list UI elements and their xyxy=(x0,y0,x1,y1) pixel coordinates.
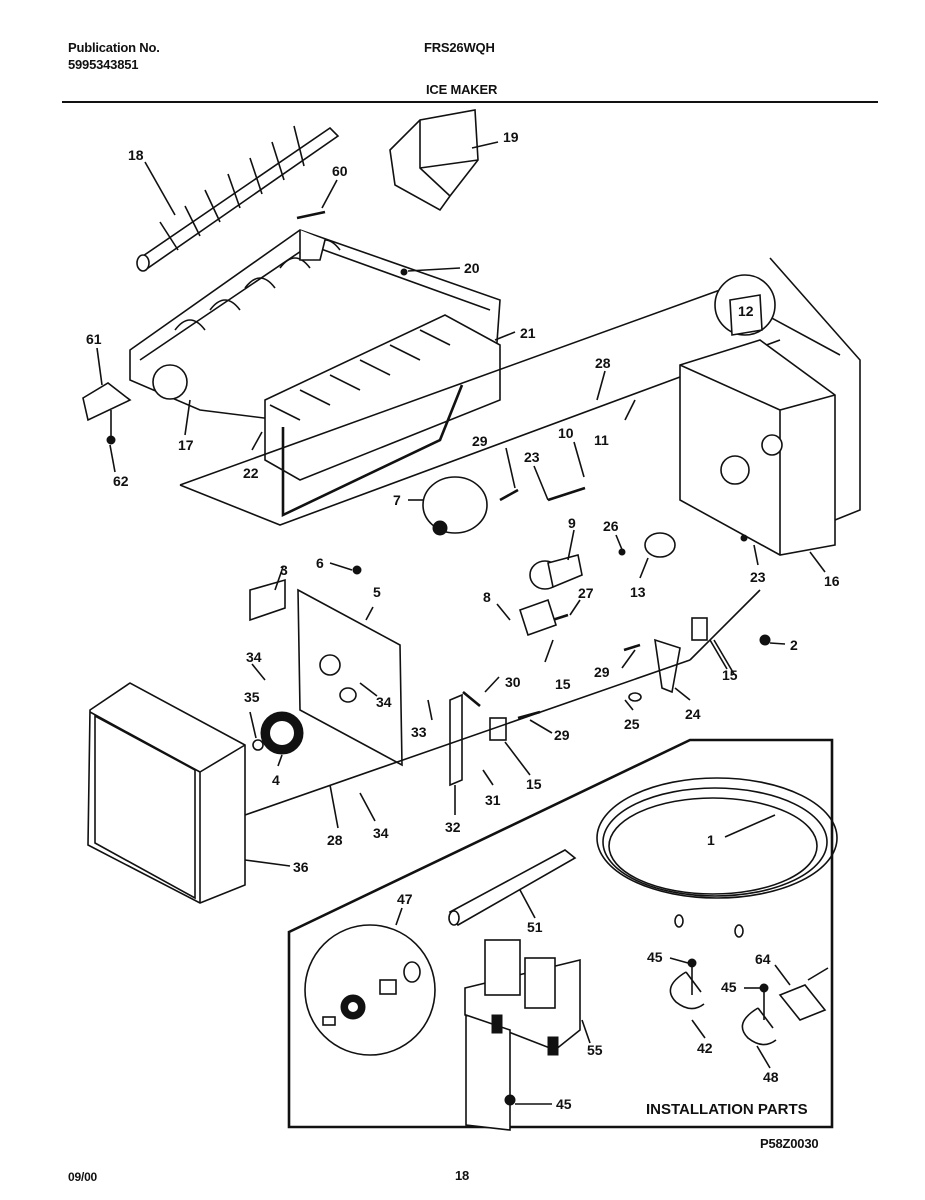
callout-28-b: 28 xyxy=(327,832,343,848)
part-control-housing xyxy=(679,257,861,556)
part-gear xyxy=(252,711,304,755)
installation-parts-title: INSTALLATION PARTS xyxy=(646,1101,808,1118)
callout-34-b: 34 xyxy=(376,694,392,710)
callout-48: 48 xyxy=(763,1069,779,1085)
callout-36: 36 xyxy=(293,859,309,875)
callout-47: 47 xyxy=(397,891,413,907)
part-valve-detail xyxy=(304,924,436,1056)
publication-number: 5995343851 xyxy=(68,57,139,72)
callout-7: 7 xyxy=(393,492,401,508)
callout-19: 19 xyxy=(503,129,519,145)
callout-15-b: 15 xyxy=(722,667,738,683)
callout-9: 9 xyxy=(568,515,576,531)
part-thermostat xyxy=(529,554,583,590)
callout-29-b: 29 xyxy=(594,664,610,680)
part-motor xyxy=(422,476,519,536)
housing-outline-lower xyxy=(244,589,761,816)
part-bracket xyxy=(82,382,132,445)
callout-26: 26 xyxy=(603,518,619,534)
callout-10: 10 xyxy=(558,425,574,441)
callout-55: 55 xyxy=(587,1042,603,1058)
callout-5: 5 xyxy=(373,584,381,600)
page-number: 18 xyxy=(455,1168,470,1183)
callout-13: 13 xyxy=(630,584,646,600)
callout-8: 8 xyxy=(483,589,491,605)
callout-60: 60 xyxy=(332,163,348,179)
callout-15-c: 15 xyxy=(526,776,542,792)
part-switches xyxy=(449,598,708,787)
callout-12: 12 xyxy=(738,303,754,319)
publication-label: Publication No. xyxy=(68,40,160,55)
callout-35: 35 xyxy=(244,689,260,705)
callout-28: 28 xyxy=(595,355,611,371)
part-wire-harness xyxy=(281,384,464,518)
callout-2: 2 xyxy=(790,637,798,653)
callout-25: 25 xyxy=(624,716,640,732)
part-mounting-plate xyxy=(249,578,403,767)
callout-15: 15 xyxy=(555,676,571,692)
part-clamps xyxy=(669,958,829,1046)
installation-parts-box xyxy=(287,738,834,1129)
callout-11: 11 xyxy=(594,432,609,448)
callout-22: 22 xyxy=(243,465,259,481)
callout-45-b: 45 xyxy=(721,979,737,995)
diagram-code: P58Z0030 xyxy=(760,1136,819,1151)
header-rule xyxy=(62,101,878,103)
leader-lines xyxy=(96,141,826,1105)
callout-6: 6 xyxy=(316,555,324,571)
callout-45: 45 xyxy=(647,949,663,965)
callout-27: 27 xyxy=(578,585,594,601)
callout-3: 3 xyxy=(280,562,288,578)
callout-29: 29 xyxy=(472,433,488,449)
part-front-cover xyxy=(87,682,246,904)
callout-51: 51 xyxy=(527,919,543,935)
callout-24: 24 xyxy=(685,706,701,722)
part-ejector-blade xyxy=(136,125,340,272)
callout-20: 20 xyxy=(464,260,480,276)
callout-32: 32 xyxy=(445,819,461,835)
part-tube-insert xyxy=(448,849,577,927)
callout-34: 34 xyxy=(246,649,262,665)
callout-61: 61 xyxy=(86,331,102,347)
callout-4: 4 xyxy=(272,772,280,788)
callout-29-c: 29 xyxy=(554,727,570,743)
callout-33: 33 xyxy=(411,724,427,740)
callout-34-c: 34 xyxy=(373,825,389,841)
callout-23: 23 xyxy=(524,449,540,465)
part-cover xyxy=(389,109,479,212)
model-number: FRS26WQH xyxy=(424,40,495,55)
callout-62: 62 xyxy=(113,473,129,489)
part-water-tubing xyxy=(596,777,838,938)
callout-1: 1 xyxy=(707,832,715,848)
callout-21: 21 xyxy=(520,325,536,341)
callout-42: 42 xyxy=(697,1040,713,1056)
callout-18: 18 xyxy=(128,147,144,163)
callout-30: 30 xyxy=(505,674,521,690)
part-water-valve xyxy=(464,939,581,1131)
part-cam xyxy=(644,532,676,558)
section-title: ICE MAKER xyxy=(426,82,498,97)
callout-23-b: 23 xyxy=(750,569,766,585)
part-heater-fingers xyxy=(264,314,501,481)
callout-16: 16 xyxy=(824,573,840,589)
callout-17: 17 xyxy=(178,437,194,453)
callout-31: 31 xyxy=(485,792,501,808)
footer-date: 09/00 xyxy=(68,1170,98,1184)
callout-labels: 18 60 19 20 61 21 12 28 11 10 17 62 22 2… xyxy=(86,129,840,1112)
callout-45-c: 45 xyxy=(556,1096,572,1112)
callout-64: 64 xyxy=(755,951,771,967)
